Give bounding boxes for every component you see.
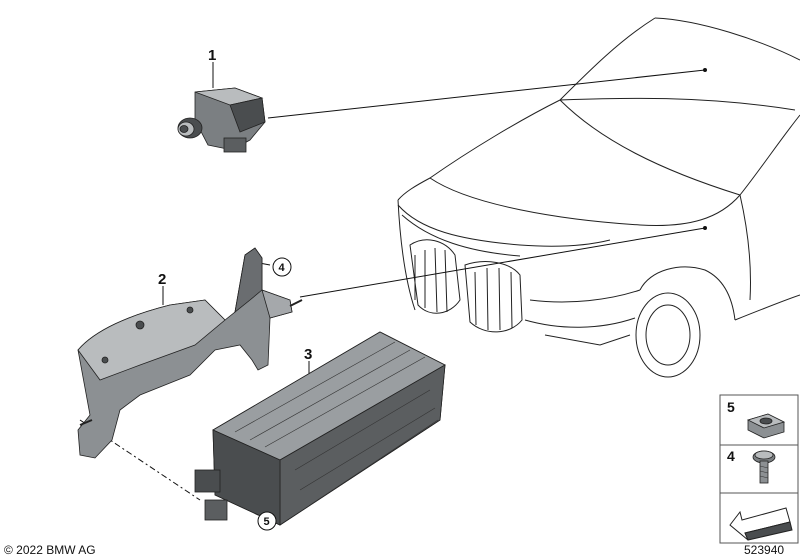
- callout-1: 1: [208, 47, 216, 64]
- diagram-id-text: 523940: [744, 543, 784, 557]
- car-outline: [397, 17, 800, 378]
- control-unit-ribs: [234, 341, 439, 506]
- part-1-sensor: [177, 87, 266, 153]
- callout-5: 5: [264, 516, 270, 528]
- hex-nut-icon: [746, 413, 786, 439]
- screw-icon: [752, 450, 776, 484]
- callout-4-circle: 4: [272, 257, 292, 277]
- arrow-symbol-icon: [729, 507, 793, 541]
- copyright-text: © 2022 BMW AG: [4, 543, 96, 557]
- legend-number-5: 5: [727, 399, 735, 415]
- legend-number-4: 4: [727, 448, 735, 464]
- callout-2: 2: [158, 271, 166, 288]
- callout-4: 4: [279, 262, 286, 274]
- part-3-control-unit: [194, 331, 446, 526]
- part-2-bracket: [77, 247, 303, 459]
- callout-3: 3: [304, 346, 312, 363]
- callout-5-circle: 5: [257, 511, 277, 531]
- legend-box: 5 4: [719, 394, 799, 544]
